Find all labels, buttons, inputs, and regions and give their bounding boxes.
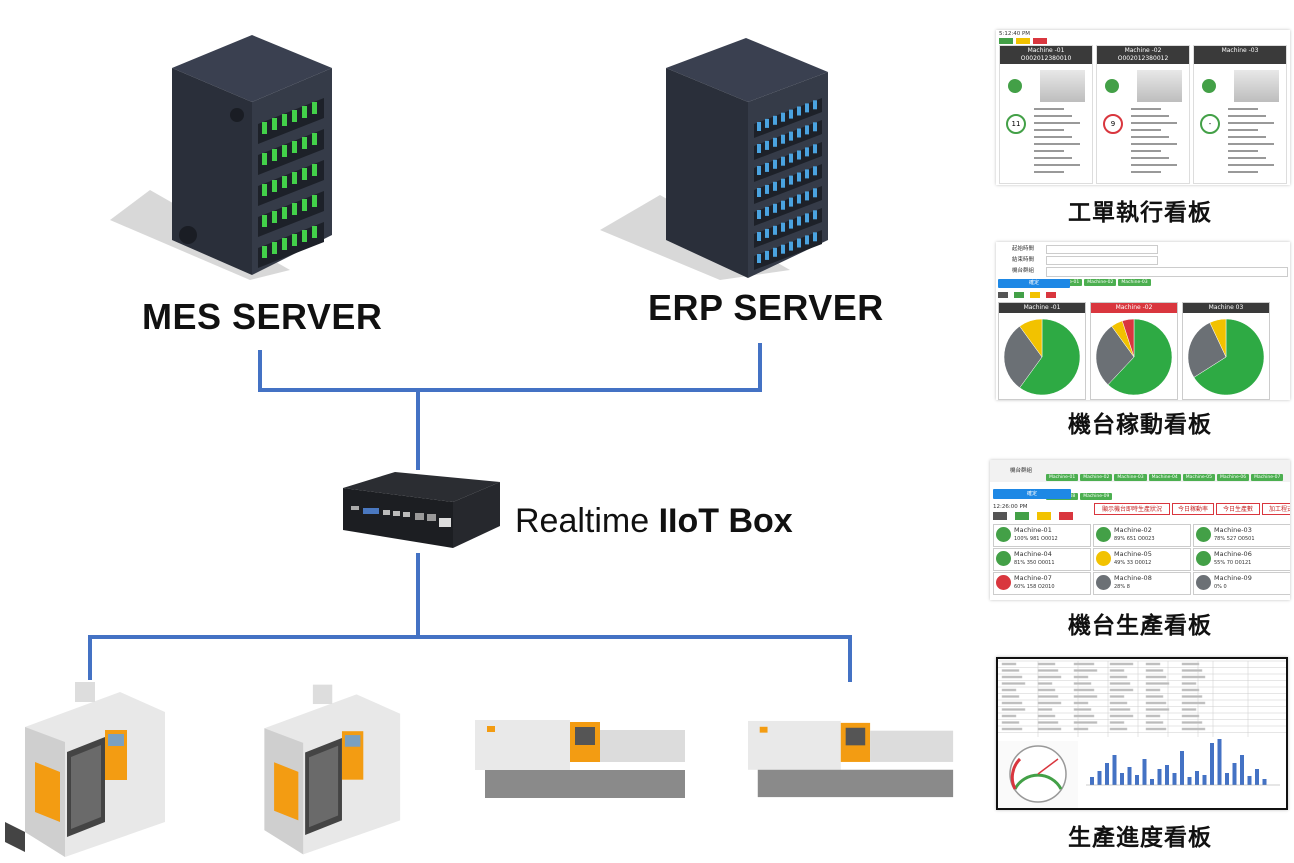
production-view-button[interactable]: 今日生產數 [1216, 503, 1260, 515]
machine-name: Machine-09 [1214, 574, 1252, 582]
machine-stats: 49% 33 O0012 [1114, 560, 1152, 566]
machine-stats: 28% 8 [1114, 584, 1130, 590]
confirm-button[interactable]: 確定 [998, 279, 1070, 288]
injection-molding-machine-2-icon [748, 720, 954, 798]
machine-status-dot [1096, 551, 1111, 566]
pie-slice [1095, 325, 1135, 386]
machine-status-dot [1196, 575, 1211, 590]
machine-name: Machine-07 [1014, 574, 1052, 582]
machine-status-dot [996, 551, 1011, 566]
count-ring: 11 [1006, 114, 1026, 134]
machine-header: Machine -03 [1194, 46, 1286, 64]
status-dot [1105, 79, 1119, 93]
production-machine-card[interactable]: Machine-04 81% 350 O0011 [993, 548, 1091, 571]
machine-name: Machine-06 [1214, 550, 1252, 558]
machine-name: Machine-02 [1114, 526, 1152, 534]
machine-name: Machine-05 [1114, 550, 1152, 558]
production-machine-card[interactable]: Machine-02 89% 651 O0023 [1093, 524, 1191, 547]
machine-status-dot [1096, 527, 1111, 542]
utilization-pie-panel: Machine 03 [1182, 302, 1270, 400]
machine-status-dot [996, 575, 1011, 590]
machine-name: Machine-01 [1014, 526, 1052, 534]
utilization-pie-panel: Machine -02 [1090, 302, 1178, 400]
production-machine-card[interactable]: Machine-08 28% 8 [1093, 572, 1191, 595]
production-board-label: 機台生產看板 [1068, 613, 1212, 639]
pie-slice [1193, 318, 1265, 396]
count-ring: - [1200, 114, 1220, 134]
production-machine-card[interactable]: Machine-03 78% 527 O0501 [1193, 524, 1290, 547]
pie-slice [1187, 322, 1227, 378]
machine-name: Machine-03 [1214, 526, 1252, 534]
utilization-pie-chart [1095, 318, 1173, 396]
utilization-pie-chart [1003, 318, 1081, 396]
iiot-box-icon [343, 472, 500, 548]
machine-stats: 81% 350 O0011 [1014, 560, 1055, 566]
injection-molding-machine-1-icon [475, 720, 685, 798]
status-dot [1008, 79, 1022, 93]
machine-thumbnail-image [1040, 70, 1085, 102]
count-ring: 9 [1103, 114, 1123, 134]
machine-status-dot [1196, 551, 1211, 566]
production-machine-card[interactable]: Machine-07 60% 158 O2010 [993, 572, 1091, 595]
production-view-button[interactable]: 今日稼動率 [1172, 503, 1214, 515]
machine-stats: 55% 70 O0121 [1214, 560, 1252, 566]
production-machine-card[interactable]: Machine-09 0% 0 [1193, 572, 1290, 595]
erp-server-label: ERP SERVER [648, 287, 884, 328]
progress-board-thumbnail [996, 657, 1288, 810]
cnc-machine-2-icon [264, 684, 401, 855]
pie-slice [1019, 318, 1081, 396]
mes-server-label: MES SERVER [142, 296, 383, 337]
machine-thumbnail-image [1234, 70, 1279, 102]
machine-status-dot [996, 527, 1011, 542]
mes-server-icon [110, 35, 332, 280]
machine-status-dot [1096, 575, 1111, 590]
iiot-box-label: Realtime IIoT Box [515, 502, 793, 540]
machine-stats: 60% 158 O2010 [1014, 584, 1055, 590]
pie-slice [1019, 318, 1043, 358]
production-machine-card[interactable]: Machine-05 49% 33 O0012 [1093, 548, 1191, 571]
production-confirm-button[interactable]: 確定 [993, 489, 1071, 499]
production-machine-card[interactable]: Machine-06 55% 70 O0121 [1193, 548, 1290, 571]
machine-stats: 0% 0 [1214, 584, 1227, 590]
machine-stats: 89% 651 O0023 [1114, 536, 1155, 542]
pie-slice [1209, 318, 1227, 358]
status-dot [1202, 79, 1216, 93]
work-order-machine-column: Machine -03 - [1193, 45, 1287, 184]
machine-thumbnail-image [1137, 70, 1182, 102]
utilization-pie-panel: Machine -01 [998, 302, 1086, 400]
erp-server-icon [600, 38, 828, 280]
production-view-button[interactable]: 加工程式 [1262, 503, 1290, 515]
pie-slice [1003, 325, 1043, 389]
utilization-board-thumbnail: 起始時間 結束時間 機台群組 Machine-01Machine-02Machi… [996, 242, 1290, 400]
production-view-button[interactable]: 顯示機台即時生產狀況 [1094, 503, 1170, 515]
production-machine-card[interactable]: Machine-01 100% 981 O0012 [993, 524, 1091, 547]
work-order-board-label: 工單執行看板 [1068, 200, 1212, 226]
machine-status-dot [1196, 527, 1211, 542]
utilization-pie-chart [1187, 318, 1265, 396]
cnc-machine-1-icon [5, 682, 165, 857]
progress-board-label: 生產進度看板 [1068, 825, 1212, 851]
pie-slice [1107, 318, 1173, 396]
thumb-time: 5:12:40 PM [999, 31, 1031, 37]
utilization-board-label: 機台稼動看板 [1068, 412, 1212, 438]
progress-board-graphic [998, 660, 1286, 808]
pie-slice [1121, 318, 1135, 358]
machine-name: Machine-04 [1014, 550, 1052, 558]
machine-stats: 100% 981 O0012 [1014, 536, 1058, 542]
machine-name: Machine-08 [1114, 574, 1152, 582]
machine-stats: 78% 527 O0501 [1214, 536, 1255, 542]
